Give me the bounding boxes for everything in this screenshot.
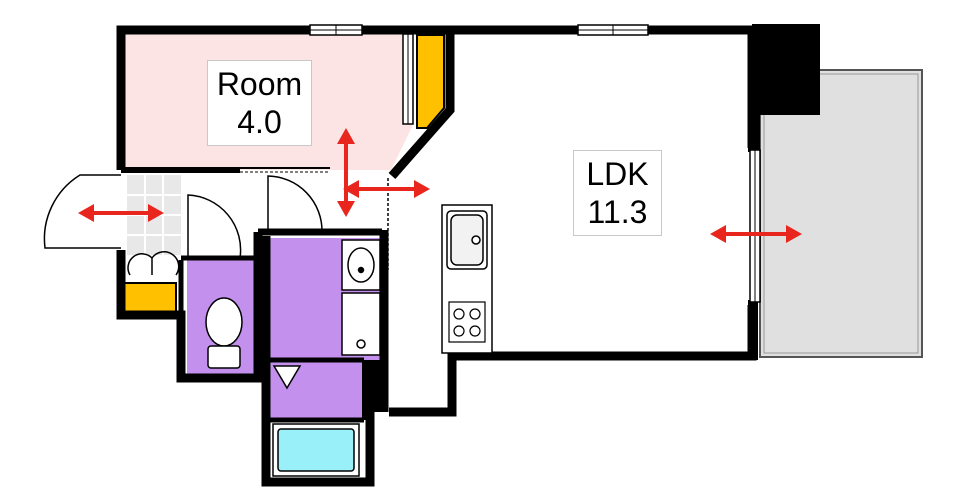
ldk-name: LDK (586, 156, 649, 192)
bathtub-icon (272, 423, 360, 477)
room-sliding-door (240, 167, 330, 173)
structural-column (752, 24, 820, 148)
shoe-cabinet (123, 282, 177, 313)
balcony (759, 69, 923, 358)
double-arrow-icon (78, 128, 802, 243)
room-size: 4.0 (237, 104, 282, 140)
entrance-door (43, 174, 121, 249)
column-wall-lower (748, 300, 758, 360)
room-name: Room (216, 66, 303, 102)
window-closet (402, 33, 414, 125)
window-room (309, 24, 363, 36)
ldk-size: 11.3 (587, 194, 648, 230)
washing-machine-pan-icon (341, 292, 381, 356)
room-label: Room 4.0 (207, 60, 312, 146)
sink-icon (446, 210, 488, 270)
window-ldk (577, 24, 649, 36)
entrance-closet-door (127, 251, 180, 276)
bath-wall-block (362, 360, 386, 412)
ldk-label: LDK 11.3 (573, 150, 662, 236)
toilet-door (187, 194, 242, 259)
balcony-door (749, 149, 761, 303)
bath-door (272, 365, 302, 390)
toilet-icon (205, 297, 243, 369)
room-closet (416, 34, 445, 129)
column-wall (748, 26, 760, 152)
washbasin-icon (341, 239, 381, 291)
washroom-door (267, 175, 323, 233)
stove-icon (448, 301, 486, 343)
